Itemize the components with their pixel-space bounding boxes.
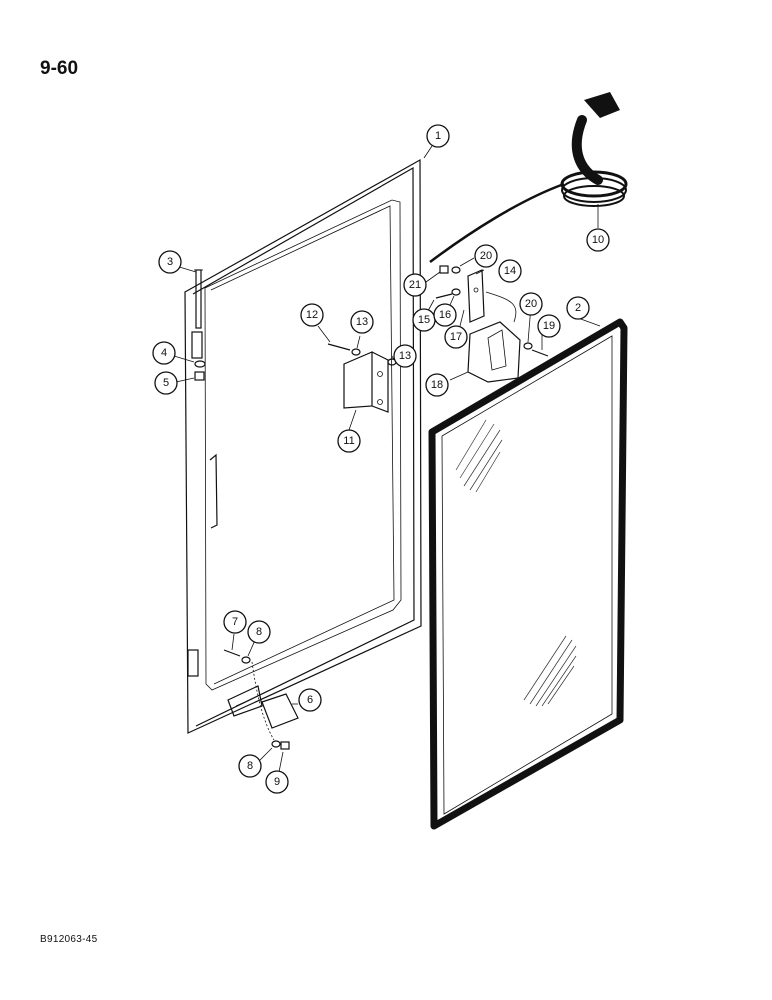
callout-21: 21 bbox=[403, 273, 427, 297]
callout-4: 4 bbox=[152, 341, 176, 365]
bottom-bracket bbox=[261, 693, 299, 729]
svg-text:2: 2 bbox=[575, 302, 581, 314]
callout-14: 14 bbox=[498, 259, 522, 283]
screw-19 bbox=[531, 349, 549, 357]
svg-text:21: 21 bbox=[409, 279, 421, 291]
callout-18: 18 bbox=[425, 373, 449, 397]
callout-1: 1 bbox=[426, 124, 450, 148]
callout-17: 17 bbox=[444, 325, 468, 349]
washer-16 bbox=[451, 288, 461, 296]
door-glass bbox=[428, 318, 628, 830]
hinge-pin bbox=[194, 269, 203, 329]
svg-text:1: 1 bbox=[435, 130, 441, 142]
door-seal bbox=[429, 92, 628, 264]
svg-text:12: 12 bbox=[306, 309, 318, 321]
nut-5 bbox=[194, 371, 205, 381]
washer-20b bbox=[523, 342, 533, 350]
callout-11: 11 bbox=[337, 429, 361, 453]
svg-text:16: 16 bbox=[439, 309, 451, 321]
svg-text:18: 18 bbox=[431, 379, 443, 391]
nut-21 bbox=[439, 265, 449, 274]
svg-text:6: 6 bbox=[307, 694, 313, 706]
washer-8b bbox=[271, 740, 281, 748]
callout-15: 15 bbox=[412, 308, 436, 332]
figure-code: B912063-45 bbox=[40, 934, 98, 945]
svg-text:8: 8 bbox=[247, 760, 253, 772]
latch-bracket bbox=[343, 351, 389, 413]
washer-4 bbox=[194, 360, 206, 368]
callout-19: 19 bbox=[537, 314, 561, 338]
svg-text:3: 3 bbox=[167, 256, 173, 268]
callout-7: 7 bbox=[223, 610, 247, 634]
svg-text:20: 20 bbox=[525, 298, 537, 310]
callout-13a: 13 bbox=[350, 310, 374, 334]
svg-text:11: 11 bbox=[343, 435, 354, 447]
svg-text:20: 20 bbox=[480, 250, 492, 262]
screw-15 bbox=[435, 293, 453, 299]
door-frame bbox=[184, 158, 422, 734]
callout-12: 12 bbox=[300, 303, 324, 327]
bolt-12 bbox=[327, 343, 351, 351]
callout-20b: 20 bbox=[519, 292, 543, 316]
svg-text:9: 9 bbox=[274, 776, 280, 788]
callout-10: 10 bbox=[586, 228, 610, 252]
washer-8a bbox=[241, 656, 251, 664]
callout-3: 3 bbox=[158, 250, 182, 274]
callout-13b: 13 bbox=[393, 344, 417, 368]
svg-text:13: 13 bbox=[356, 316, 368, 328]
screw-7 bbox=[223, 649, 241, 657]
callout-2: 2 bbox=[566, 296, 590, 320]
callout-8b: 8 bbox=[238, 754, 262, 778]
page-number: 9-60 bbox=[40, 58, 79, 79]
svg-text:15: 15 bbox=[418, 314, 430, 326]
svg-text:5: 5 bbox=[163, 377, 169, 389]
svg-text:7: 7 bbox=[232, 616, 238, 628]
callout-6: 6 bbox=[298, 688, 322, 712]
svg-text:19: 19 bbox=[543, 320, 555, 332]
washer-20a bbox=[451, 266, 461, 274]
svg-text:8: 8 bbox=[256, 626, 262, 638]
callout-20a: 20 bbox=[474, 244, 498, 268]
callout-9: 9 bbox=[265, 770, 289, 794]
washer-13a bbox=[351, 348, 361, 356]
nut-9 bbox=[280, 741, 290, 750]
svg-text:4: 4 bbox=[161, 347, 167, 359]
svg-text:14: 14 bbox=[504, 265, 516, 277]
leader-lines bbox=[173, 145, 601, 773]
callout-5: 5 bbox=[154, 371, 178, 395]
svg-text:13: 13 bbox=[399, 350, 411, 362]
svg-text:10: 10 bbox=[592, 234, 604, 246]
callout-16: 16 bbox=[433, 303, 457, 327]
callout-8a: 8 bbox=[247, 620, 271, 644]
svg-text:17: 17 bbox=[450, 331, 462, 343]
striker-assembly bbox=[467, 269, 521, 383]
